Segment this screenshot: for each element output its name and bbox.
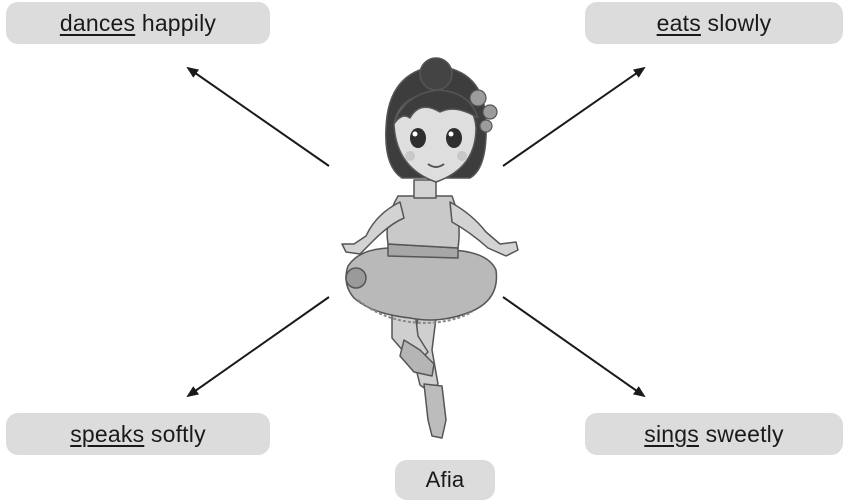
adverb-text: slowly [707,9,772,36]
phrase-box-bottom-left: speaks softly [6,413,270,455]
verb-text: eats [656,9,701,36]
verb-text: dances [59,9,136,36]
adverb-text: happily [141,9,217,36]
arrow-bottom-left [186,296,330,398]
character-name: Afia [425,467,465,492]
adverb-text: sweetly [705,420,784,447]
arrow-top-right [502,66,646,167]
adverb-text: softly [150,420,206,447]
arrow-bottom-right [502,296,646,398]
arrow-top-left [186,66,330,167]
character-name-label: Afia [395,460,495,500]
verb-text: sings [644,420,699,447]
phrase-box-top-right: eats slowly [585,2,843,44]
verb-text: speaks [70,420,145,447]
phrase-box-top-left: dances happily [6,2,270,44]
phrase-box-bottom-right: sings sweetly [585,413,843,455]
